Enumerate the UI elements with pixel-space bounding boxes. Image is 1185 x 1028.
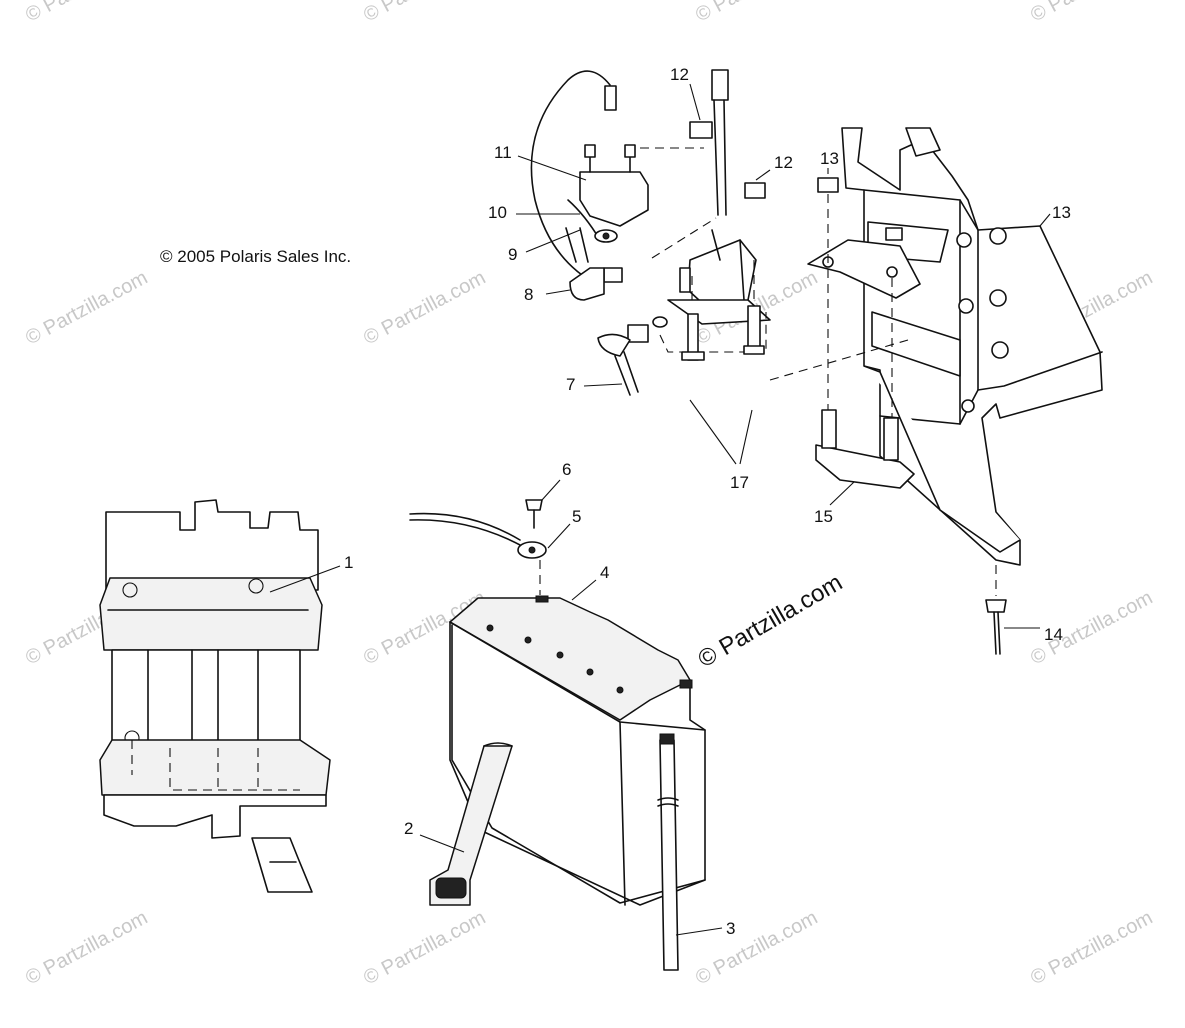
vent-tube-drawing: 3 [657,733,735,971]
callout-6: 6 [562,460,571,479]
watermark-tile: © Partzilla.com [22,907,151,990]
callout-4: 4 [600,563,609,582]
callout-5: 5 [572,507,581,526]
callout-12-b: 12 [774,153,793,172]
watermark-tile: © Partzilla.com [1027,0,1156,26]
callout-16: 15 [814,507,833,526]
callout-15: 14 [1044,625,1063,644]
callout-11: 11 [494,143,512,162]
bumper-plate-drawing: 15 [814,409,915,526]
callout-3: 3 [726,919,735,938]
watermark-tile: © Partzilla.com [692,0,821,26]
callout-10: 10 [488,203,507,222]
battery-drawing: 4 [449,563,706,906]
watermark-tile: © Partzilla.com [22,267,151,350]
callout-12-a: 12 [670,65,689,84]
callout-1: 1 [344,553,353,572]
watermark-tile: © Partzilla.com [692,907,821,990]
battery-holder-drawing: 1 [99,499,353,893]
watermark-tile: © Partzilla.com [22,0,151,26]
watermark-tile: © Partzilla.com [360,907,489,990]
copyright-text: © 2005 Polaris Sales Inc. [160,247,351,266]
cable-screw-drawing: 6 5 [409,460,581,595]
watermark-tile: © Partzilla.com [360,267,489,350]
callout-8: 8 [524,285,533,304]
callout-7: 7 [566,375,575,394]
callout-2: 2 [404,819,413,838]
callout-17: 17 [730,473,749,492]
strap-drawing: 2 [404,742,513,906]
callout-14: 13 [1052,203,1071,222]
mounting-bracket-drawing: 13 13 [769,127,1103,566]
callout-13: 13 [820,149,839,168]
watermark-tile: © Partzilla.com [360,0,489,26]
solenoid-assembly-drawing: 12 12 11 10 9 8 7 17 [488,65,793,492]
watermark-tile: © Partzilla.com [1027,907,1156,990]
rivet-drawing: 14 [985,565,1063,655]
callout-9: 9 [508,245,517,264]
watermark-main: © Partzilla.com [694,569,848,673]
